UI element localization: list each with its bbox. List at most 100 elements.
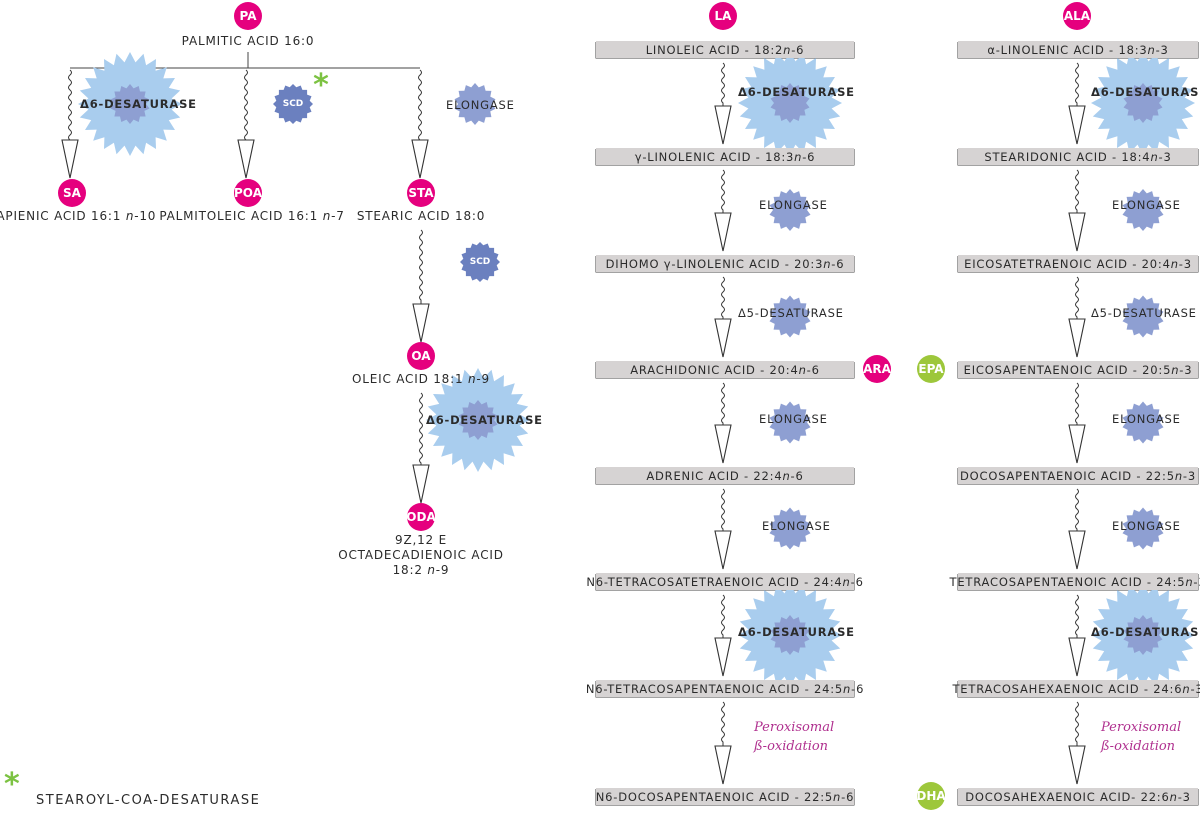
delta6-desaturase-label: Δ6-DESATURASE: [1091, 625, 1200, 639]
arrow-head-icon: [1068, 637, 1086, 677]
arrow-head-icon: [1068, 105, 1086, 145]
scd-label: SCD: [469, 257, 491, 267]
peroxisomal-label: Peroxisomal: [754, 720, 835, 735]
elongase-label: ELONGASE: [1112, 519, 1181, 533]
scd-burst-icon: [273, 84, 313, 124]
n6-acid-band: DIHOMO γ-LINOLENIC ACID - 20:3 n-6: [596, 255, 854, 272]
arrow-head-icon: [714, 745, 732, 785]
wavy-arrow-shaft: [1075, 169, 1079, 213]
wavy-arrow-shaft: [1075, 276, 1079, 319]
n6-acid-band: N6-TETRACOSATETRAENOIC ACID - 24:4 n-6: [586, 573, 864, 590]
n6-acid-band: N6-DOCOSAPENTAENOIC ACID - 22:5 n-6: [595, 788, 855, 805]
delta5-desaturase-label: Δ5-DESATURASE: [738, 306, 844, 320]
sapienic-acid-label: SAPIENIC ACID 16:1 n-10: [0, 209, 157, 223]
wavy-arrow-shaft: [721, 62, 725, 106]
arrow-head-icon: [1068, 745, 1086, 785]
legend-text: STEAROYL-COA-DESATURASE: [36, 793, 261, 808]
wavy-arrow-shaft: [1075, 701, 1079, 746]
wavy-arrow-shaft: [418, 69, 422, 141]
scd-label: SCD: [282, 99, 304, 109]
enzyme-core-icon: [110, 84, 150, 124]
wavy-arrow-shaft: [1075, 62, 1079, 106]
dha-badge: DHA: [916, 782, 946, 810]
elongase-burst-icon: [454, 83, 496, 125]
n3-acid-band: α-LINOLENIC ACID - 18:3 n-3: [958, 41, 1198, 58]
elongase-burst-icon: [769, 401, 811, 444]
delta6-desaturase-label: Δ6-DESATURASE: [738, 625, 855, 639]
arrow-head-icon: [1068, 530, 1086, 570]
arrow-head-icon: [714, 318, 732, 358]
legend-asterisk-icon: *: [4, 767, 20, 802]
n3-acid-band: DOCOSAHEXAENOIC ACID- 22:6 n-3: [958, 788, 1198, 805]
enzyme-core-icon: [1123, 615, 1163, 655]
wavy-arrow-shaft: [721, 276, 725, 319]
n6-acid-band: LINOLEIC ACID - 18:2 n-6: [596, 41, 854, 58]
delta6-desaturase-label: Δ6-DESATURASE: [1091, 85, 1200, 99]
arrow-head-icon: [412, 464, 430, 504]
delta6-desaturase-label: Δ6-DESATURASE: [426, 413, 543, 427]
wavy-arrow-shaft: [419, 392, 423, 465]
arrow-head-icon: [237, 139, 255, 179]
sta-badge: STA: [407, 179, 435, 207]
elongase-label: ELONGASE: [1112, 198, 1181, 212]
arrow-head-icon: [714, 530, 732, 570]
palmitoleic-acid-label: PALMITOLEIC ACID 16:1 n-7: [159, 209, 345, 223]
wavy-arrow-shaft: [1075, 594, 1079, 638]
enzyme-core-icon: [770, 615, 810, 655]
elongase-burst-icon: [1122, 401, 1164, 444]
n3-acid-band: TETRACOSAPENTAENOIC ACID - 24:5 n-3: [949, 573, 1200, 590]
delta5-desaturase-label: Δ5-DESATURASE: [1091, 306, 1197, 320]
n3-acid-band: DOCOSAPENTAENOIC ACID - 22:5 n-3: [958, 467, 1198, 484]
elongase-burst-icon: [769, 189, 811, 231]
enzyme-core-icon: [1123, 83, 1163, 123]
arrow-head-icon: [61, 139, 79, 179]
elongase-label: ELONGASE: [759, 412, 828, 426]
la-badge: LA: [709, 2, 737, 30]
delta6-desaturase-label: Δ6-DESATURASE: [80, 97, 197, 111]
n3-acid-band: STEARIDONIC ACID - 18:4 n-3: [958, 148, 1198, 165]
n3-acid-band: EICOSATETRAENOIC ACID - 20:4 n-3: [958, 255, 1198, 272]
ara-badge: ARA: [863, 355, 891, 383]
peroxisomal-label: Peroxisomal: [1101, 720, 1182, 735]
arrow-head-icon: [1068, 424, 1086, 464]
ala-badge: ALA: [1063, 2, 1091, 30]
elongase-burst-icon: [1122, 295, 1164, 338]
stearic-acid-label: STEARIC ACID 18:0: [356, 209, 486, 223]
n6-acid-band: ARACHIDONIC ACID - 20:4 n-6: [596, 361, 854, 378]
wavy-arrow-shaft: [1075, 382, 1079, 425]
arrow-head-icon: [411, 139, 429, 179]
wavy-arrow-shaft: [1075, 488, 1079, 531]
wavy-arrow-shaft: [419, 229, 423, 304]
wavy-arrow-shaft: [721, 382, 725, 425]
elongase-burst-icon: [1122, 507, 1164, 550]
enzyme-core-icon: [458, 400, 498, 440]
delta6-desaturase-label: Δ6-DESATURASE: [738, 85, 855, 99]
enzyme-core-icon: [770, 83, 810, 123]
arrow-head-icon: [1068, 318, 1086, 358]
poa-badge: POA: [234, 179, 262, 207]
oda-label-line1: 9Z,12 E: [395, 533, 447, 547]
oa-badge: OA: [407, 342, 435, 370]
arrow-head-icon: [1068, 212, 1086, 252]
elongase-label: ELONGASE: [759, 198, 828, 212]
n3-acid-band: TETRACOSAHEXAENOIC ACID - 24:6 n-3: [952, 680, 1200, 697]
scd-burst-icon: [460, 242, 500, 282]
elongase-burst-icon: [769, 507, 811, 550]
oda-badge: ODA: [406, 503, 436, 531]
oda-label-line2: OCTADECADIENOIC ACID: [338, 548, 504, 562]
n6-acid-band: N6-TETRACOSAPENTAENOIC ACID - 24:5 n-6: [585, 680, 865, 697]
elongase-label: ELONGASE: [762, 519, 831, 533]
oda-label-line3: 18:2 n-9: [392, 563, 450, 577]
wavy-arrow-shaft: [721, 169, 725, 213]
epa-badge: EPA: [917, 355, 945, 383]
n6-acid-band: ADRENIC ACID - 22:4 n-6: [596, 467, 854, 484]
pa-badge: PA: [234, 2, 262, 30]
beta-oxidation-label: ß-oxidation: [754, 739, 829, 754]
arrow-head-icon: [714, 637, 732, 677]
beta-oxidation-label: ß-oxidation: [1101, 739, 1176, 754]
n6-acid-band: γ-LINOLENIC ACID - 18:3 n-6: [596, 148, 854, 165]
palmitic-acid-label: PALMITIC ACID 16:0: [181, 34, 315, 48]
arrow-head-icon: [714, 424, 732, 464]
arrow-head-icon: [714, 212, 732, 252]
